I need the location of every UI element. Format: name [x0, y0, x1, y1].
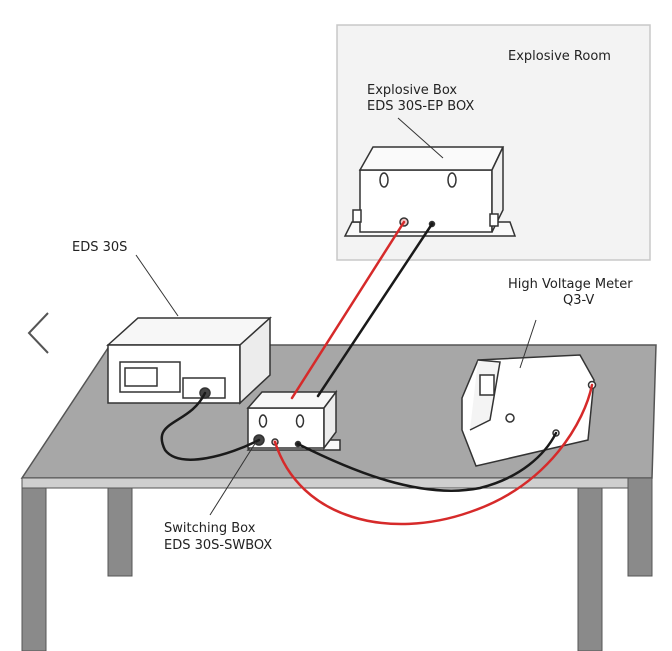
hv-meter-label-line1: High Voltage Meter	[508, 277, 633, 292]
cables	[160, 220, 594, 526]
cable-red-switch-to-explosive	[290, 220, 406, 400]
table-edge	[21, 477, 653, 489]
chevron-left-icon[interactable]	[24, 310, 54, 356]
cable-black-switch-to-explosive	[316, 222, 434, 398]
table-leg-front-left	[21, 487, 47, 651]
switching-box-label-line1: Switching Box	[164, 521, 256, 536]
cable-black-switch-to-meter	[296, 431, 558, 492]
high-voltage-meter	[461, 354, 597, 467]
explosive-room-label: Explosive Room	[508, 49, 611, 64]
hv-meter-label-line2: Q3-V	[563, 293, 594, 308]
explosive-box-label-line2: EDS 30S-EP BOX	[367, 99, 474, 114]
table-leg-front-right	[577, 487, 603, 651]
switching-box-label-line2: EDS 30S-SWBOX	[164, 538, 272, 553]
switching-box	[246, 389, 341, 451]
cable-red-switch-to-meter	[273, 383, 594, 526]
eds30s-label: EDS 30S	[72, 240, 127, 255]
explosive-box-label-line1: Explosive Box	[367, 83, 457, 98]
leader-lines	[135, 117, 537, 516]
cable-eds-to-switch	[160, 391, 261, 461]
table-leg-back-left	[107, 487, 133, 577]
eds30s-device	[106, 316, 272, 405]
table-leg-back-right	[627, 477, 653, 577]
explosive-box	[343, 146, 517, 237]
